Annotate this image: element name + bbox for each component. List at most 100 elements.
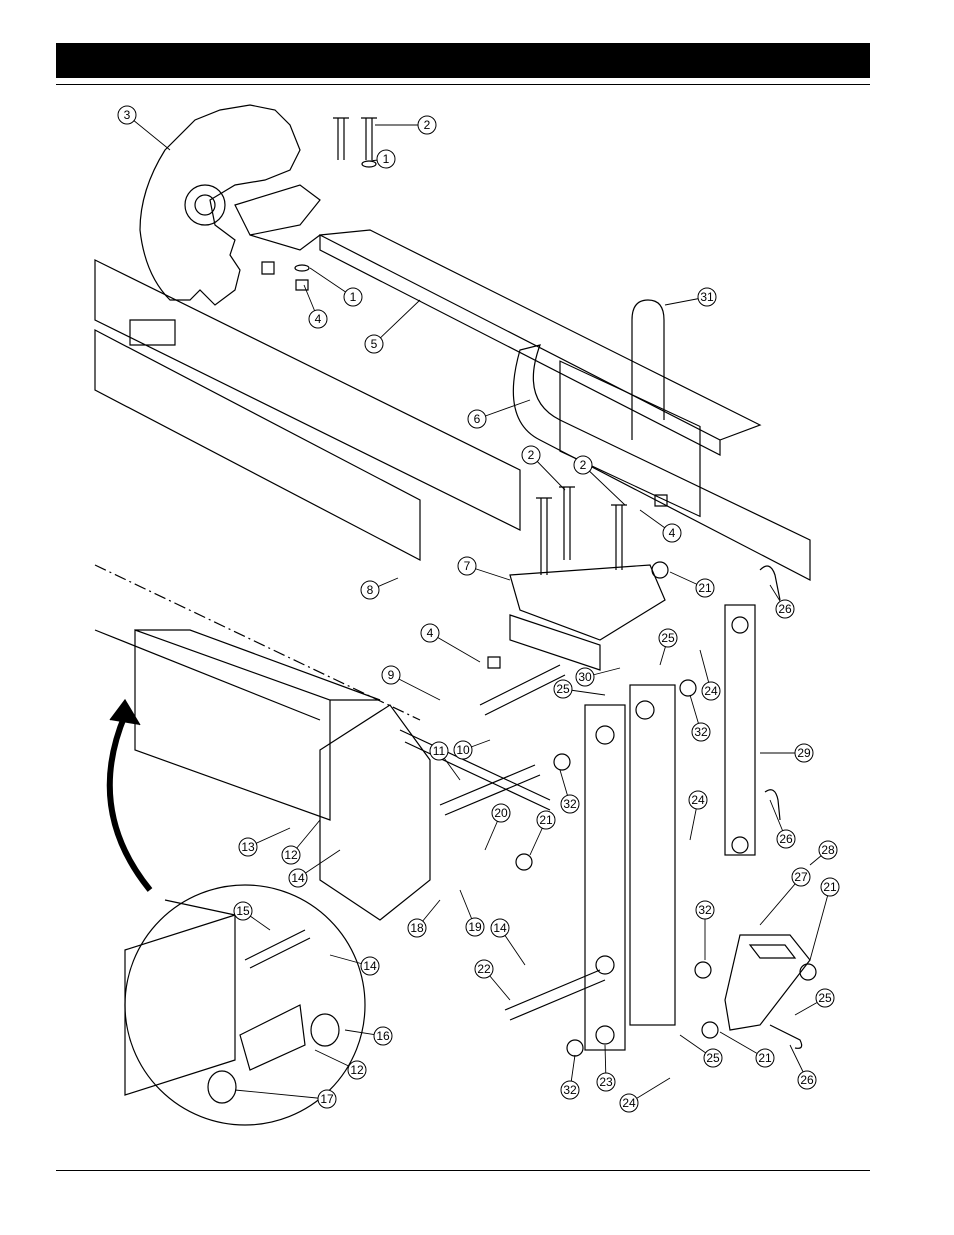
callout-label: 32 [563, 797, 577, 811]
leader-line [429, 632, 481, 663]
threaded-shaft [399, 729, 551, 811]
callout-bubble [697, 287, 717, 307]
callout-label: 14 [493, 921, 507, 935]
callout-c29: 29 [760, 743, 814, 763]
callout-label: 31 [700, 290, 714, 304]
callout-label: 18 [410, 921, 424, 935]
detail-pin-15 [244, 929, 311, 969]
callout-label: 21 [758, 1051, 772, 1065]
callout-bubble [775, 599, 795, 619]
callout-bubble [818, 840, 838, 860]
callout-c19: 19 [459, 889, 485, 937]
callout-bubble [233, 901, 253, 921]
bushing-21a [651, 561, 669, 579]
callout-label: 12 [284, 848, 298, 862]
callout-label: 3 [124, 108, 131, 122]
callout-bubble [238, 837, 258, 857]
callout-bubble [429, 741, 449, 761]
callout-bubble [755, 1048, 775, 1068]
bushing-32c [694, 961, 712, 979]
callout-c4c: 4 [420, 623, 481, 663]
callout-c1a: 1 [369, 149, 396, 169]
callout-c5: 5 [364, 299, 421, 354]
callout-c2b: 2 [521, 445, 566, 491]
callout-bubble [658, 628, 678, 648]
callout-c24a: 24 [699, 649, 721, 701]
callout-bubble [596, 1072, 616, 1092]
callout-label: 25 [661, 631, 675, 645]
bushing-32a [679, 679, 697, 697]
cotter-26b [764, 789, 781, 821]
callout-label: 32 [698, 903, 712, 917]
callout-bubble [691, 722, 711, 742]
callout-label: 2 [424, 118, 431, 132]
callout-bubble [417, 115, 437, 135]
callout-label: 22 [477, 962, 491, 976]
bolt-2d [559, 486, 575, 560]
callout-label: 5 [371, 337, 378, 351]
detail-bushing-17 [207, 1070, 237, 1104]
callout-label: 26 [779, 832, 793, 846]
callout-c1b: 1 [309, 267, 363, 307]
callout-c24b: 24 [688, 790, 708, 841]
callout-label: 21 [823, 880, 837, 894]
callout-bubble [364, 334, 384, 354]
detail-clevis-12 [239, 1004, 306, 1071]
callout-label: 19 [468, 920, 482, 934]
callout-bubble [560, 794, 580, 814]
callout-label: 26 [800, 1073, 814, 1087]
callout-label: 24 [691, 793, 705, 807]
main-frame [94, 259, 521, 561]
callout-bubble [281, 845, 301, 865]
callout-c18: 18 [407, 899, 441, 938]
callout-c7: 7 [457, 556, 511, 581]
callout-bubble [791, 867, 811, 887]
leader-line [809, 886, 831, 961]
callout-c21b: 21 [529, 810, 556, 856]
callout-c4a: 4 [303, 284, 328, 329]
pivot-bracket [319, 704, 431, 921]
mount-plate [509, 564, 666, 671]
callout-label: 4 [315, 312, 322, 326]
callout-bubble [117, 105, 137, 125]
callout-bubble [662, 523, 682, 543]
callout-label: 7 [464, 559, 471, 573]
callout-bubble [457, 556, 477, 576]
link-23 [584, 704, 626, 1051]
callout-label: 29 [797, 746, 811, 760]
leader-line [759, 876, 802, 926]
callout-c14a: 14 [288, 849, 341, 888]
leader-line [234, 1089, 328, 1100]
callout-bubble [474, 959, 494, 979]
callout-c24c: 24 [619, 1077, 671, 1113]
callout-bubble [376, 149, 396, 169]
link-mid [629, 684, 676, 1026]
callout-bubble [467, 409, 487, 429]
callout-c15: 15 [233, 901, 271, 931]
callout-c12a: 12 [281, 819, 321, 865]
callout-bubble [776, 829, 796, 849]
detail-bushing-16 [310, 1013, 340, 1047]
callout-label: 11 [433, 744, 446, 758]
callout-label: 2 [580, 458, 587, 472]
callout-c25d: 25 [679, 1034, 723, 1068]
callout-c6: 6 [467, 399, 531, 429]
nut-4c [654, 494, 668, 507]
callout-bubble [343, 287, 363, 307]
callout-label: 14 [363, 959, 377, 973]
callout-label: 20 [494, 806, 508, 820]
washer-1a [361, 160, 377, 168]
header-rule [56, 84, 870, 85]
callout-bubble [797, 1070, 817, 1090]
callout-bubble [701, 681, 721, 701]
callout-label: 14 [291, 871, 305, 885]
callout-c3: 3 [117, 105, 171, 151]
diagram-artwork [94, 104, 817, 1126]
callout-bubble [521, 445, 541, 465]
bushing-21b [515, 853, 533, 871]
callout-label: 25 [818, 991, 832, 1005]
arm-tube [319, 229, 762, 456]
callout-bubble [420, 623, 440, 643]
